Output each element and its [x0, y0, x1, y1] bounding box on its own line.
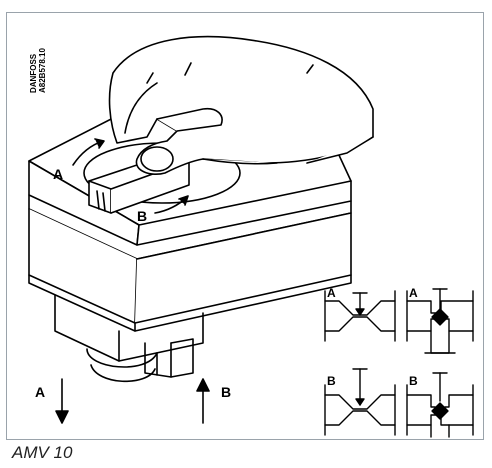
figure-caption: AMV 10 [12, 443, 73, 462]
actuator-label-b: B [137, 208, 147, 224]
valve-label-three-way-a: A [409, 286, 418, 300]
rotation-arrow-a [72, 138, 105, 166]
valve-label-two-way-a: A [327, 286, 336, 300]
valve-two-way-a [324, 290, 396, 342]
drawing-code: A82B578.10 [38, 48, 47, 93]
valve-three-way-a [406, 288, 474, 354]
valve-two-way-b [324, 368, 396, 436]
valve-three-way-b [406, 372, 474, 438]
direction-arrow-up [196, 378, 210, 424]
direction-label-b: B [221, 384, 231, 400]
brand-text: DANFOSS [29, 53, 38, 93]
actuator-label-a: A [53, 166, 63, 182]
actuator-illustration: A B A B A A B B [28, 35, 474, 438]
direction-arrow-down [55, 378, 69, 424]
valve-label-three-way-b: B [409, 374, 418, 388]
hand-illustration [108, 35, 374, 175]
figure-frame: A B A B A A B B DANFOSS A82B578.10 [6, 12, 484, 440]
direction-label-a: A [35, 384, 45, 400]
valve-label-two-way-b: B [327, 374, 336, 388]
rotation-arrow-b [154, 195, 189, 214]
